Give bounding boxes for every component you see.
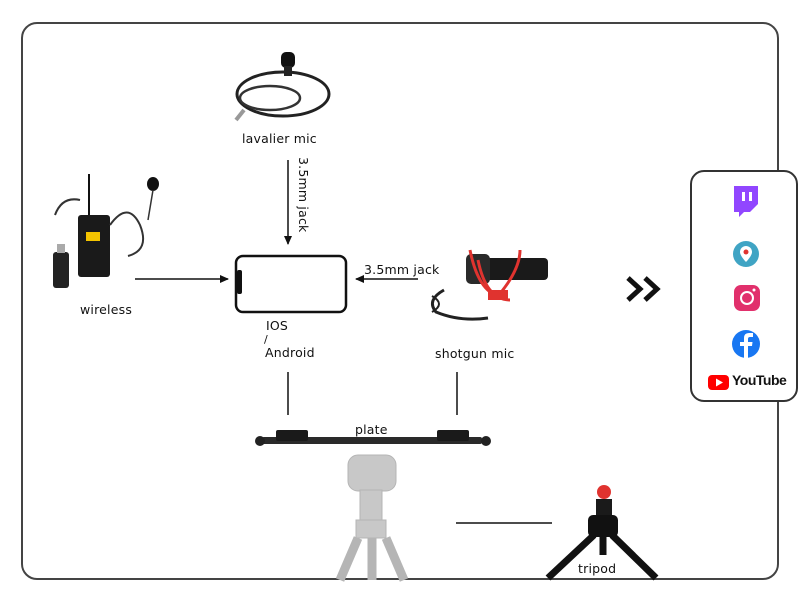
instagram-icon: [734, 285, 760, 311]
plate-image: [255, 430, 491, 446]
jack-vertical-label: 3.5mm jack: [296, 157, 311, 233]
ios-label: IOS: [266, 318, 289, 333]
lavalier-label: lavalier mic: [242, 131, 317, 146]
periscope-icon: [733, 241, 759, 267]
wireless-label: wireless: [80, 302, 133, 317]
shotgun-label: shotgun mic: [435, 346, 515, 361]
platform-icons: [708, 186, 760, 390]
youtube-wordmark: YouTube: [732, 372, 787, 388]
mini-tripod-image: [545, 485, 659, 581]
diagram-frame: [21, 22, 779, 580]
shotgun-mic-image: [430, 249, 548, 321]
lavalier-mic-image: [234, 52, 331, 122]
jack-horizontal-label: 3.5mm jack: [364, 262, 440, 277]
twitch-icon: [734, 186, 758, 217]
android-label: Android: [265, 345, 315, 360]
youtube-icon: [708, 375, 729, 390]
slash-label: /: [264, 333, 268, 346]
facebook-icon: [732, 330, 760, 358]
streaming-platforms-panel: YouTube: [690, 170, 798, 402]
wireless-image: [53, 174, 159, 288]
tripod-image: [335, 454, 409, 582]
plate-label: plate: [355, 422, 388, 437]
tripod-label: tripod: [578, 561, 617, 576]
double-chevron-icon: [626, 276, 661, 302]
phone-image: [234, 254, 348, 314]
